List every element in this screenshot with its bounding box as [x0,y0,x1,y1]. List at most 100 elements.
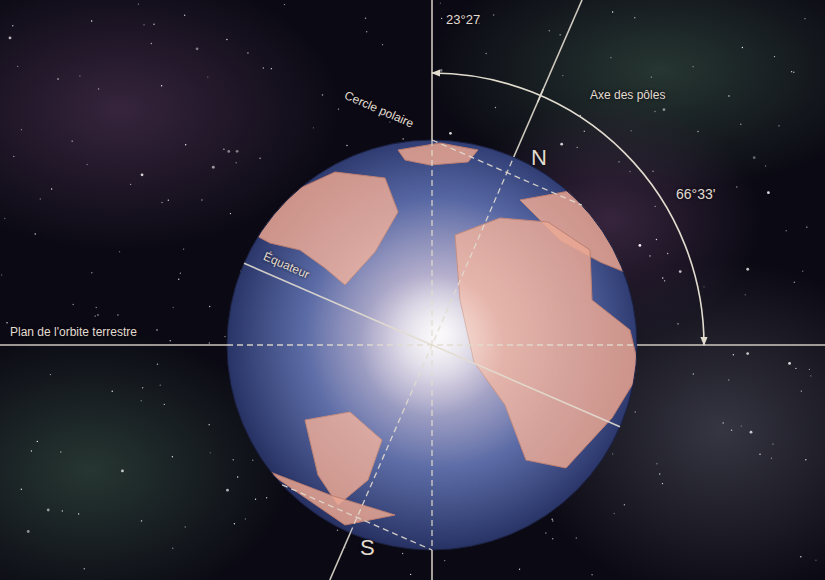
star [742,47,743,48]
star [168,199,169,200]
star [119,251,120,252]
star [183,248,184,249]
star [143,24,144,25]
star [208,424,209,425]
star [815,560,816,561]
star [667,253,668,254]
star [94,315,95,316]
star [209,342,210,343]
star [652,171,653,172]
star [156,329,157,330]
vertical-line [431,550,433,580]
star [663,108,666,111]
star [21,129,22,130]
star [795,368,796,369]
polar-circle-line [432,140,582,205]
star [6,322,7,323]
earth-globe [227,140,640,550]
star [12,25,13,26]
star [559,34,560,35]
star [173,307,174,308]
angle-arc [432,73,704,345]
star [224,336,225,337]
star [91,272,92,273]
star [794,282,795,283]
star [172,548,173,549]
star [402,553,403,554]
star [806,226,807,227]
star [201,199,202,200]
star [117,314,118,315]
star [552,538,553,539]
star [184,15,185,16]
star [86,164,87,165]
star [804,18,805,19]
star [255,499,256,500]
star [584,130,585,131]
star [180,272,181,273]
star [441,18,442,19]
star [40,198,41,199]
star [164,404,165,405]
star [624,504,625,505]
star [618,161,619,162]
ocean [227,140,637,550]
star [664,280,665,281]
angle-label: 66°33' [676,186,715,203]
star [733,354,734,355]
star [234,523,235,524]
star [731,429,732,430]
star [728,95,729,96]
star [141,173,144,176]
star [552,520,553,521]
star [788,362,791,365]
star [656,463,657,464]
star [493,14,494,15]
star [84,568,85,569]
star [791,71,792,72]
orbit-plane-line [637,344,825,346]
star [740,124,741,125]
star [266,497,267,498]
star [235,162,236,163]
polar-circle-line [282,485,432,550]
star [245,518,246,519]
star [662,483,663,484]
star [801,390,802,391]
star [17,66,18,67]
star [551,519,552,520]
star [230,213,231,214]
star [549,30,550,31]
star [27,530,30,533]
star [252,460,253,461]
star [772,443,773,444]
star [800,556,801,557]
star [79,75,80,76]
star [440,69,443,72]
star [51,188,52,189]
star [259,158,260,159]
star [263,67,264,68]
star [810,375,811,376]
star [121,469,124,472]
star [34,233,35,234]
star [62,510,63,511]
star [774,56,775,57]
star [612,11,613,12]
star [226,39,227,40]
star [485,53,486,54]
star [576,537,577,538]
star [237,476,238,477]
star [449,132,452,135]
star-field [1,2,817,575]
star [410,574,411,575]
star [562,75,563,76]
star [703,286,704,287]
star [778,125,779,126]
star [37,441,38,442]
star [692,66,693,67]
star [767,191,770,194]
star [160,384,161,385]
star [656,239,657,240]
